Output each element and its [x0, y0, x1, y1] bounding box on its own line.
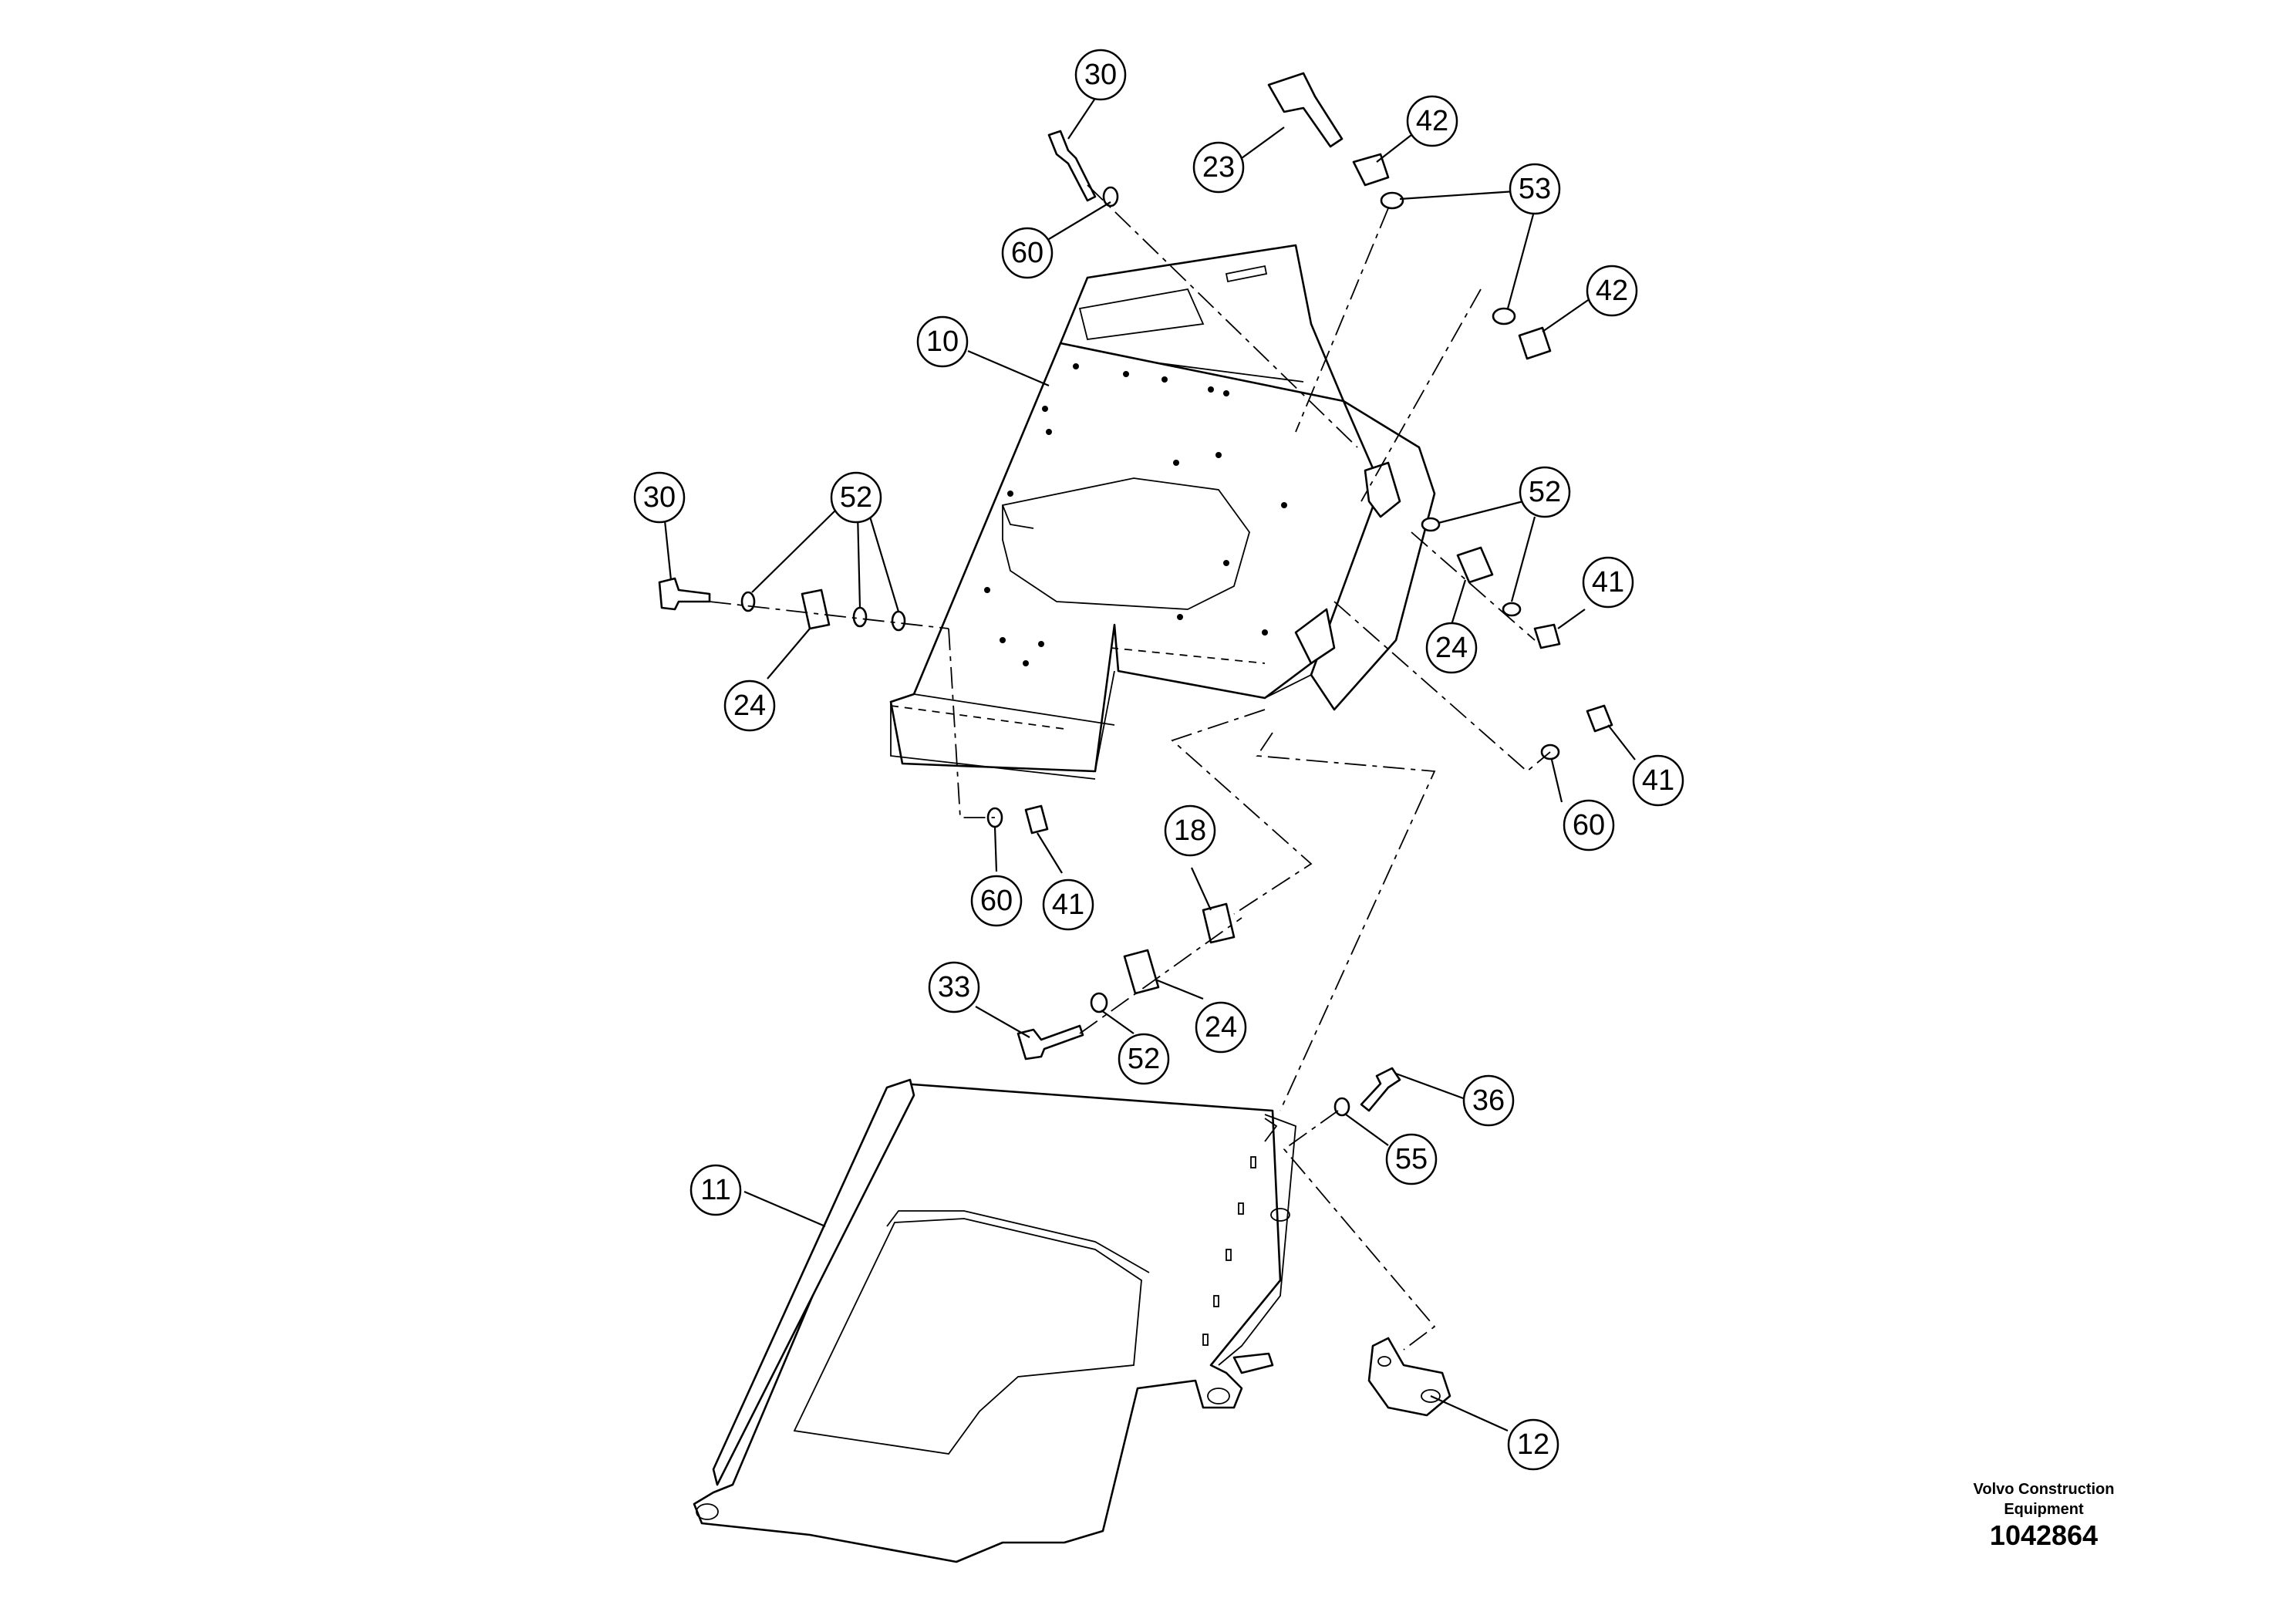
callout-12: 12	[1507, 1418, 1559, 1471]
callout-60: 60	[1001, 227, 1054, 279]
callout-41: 41	[1042, 878, 1094, 931]
callout-24: 24	[723, 679, 776, 732]
callout-53: 53	[1509, 163, 1561, 215]
drawing-number: 1042864	[1989, 1519, 2099, 1551]
svg-text:24: 24	[1205, 1011, 1237, 1044]
svg-text:23: 23	[1202, 151, 1235, 184]
callout-42: 42	[1406, 95, 1458, 147]
svg-text:52: 52	[1529, 476, 1561, 508]
company-credit: Volvo Construction Equipment	[1973, 1481, 2115, 1518]
callout-30: 30	[633, 471, 686, 524]
assembly-axes	[709, 184, 1551, 1351]
svg-text:11: 11	[700, 1174, 730, 1206]
callout-30: 30	[1074, 49, 1127, 101]
callout-52: 52	[830, 471, 882, 524]
callout-52: 52	[1519, 466, 1571, 518]
svg-text:24: 24	[733, 690, 766, 722]
callout-10: 10	[916, 315, 969, 368]
svg-text:55: 55	[1395, 1143, 1428, 1175]
callout-55: 55	[1385, 1133, 1438, 1185]
callout-11: 11	[689, 1164, 742, 1216]
svg-text:42: 42	[1416, 105, 1448, 137]
svg-text:33: 33	[938, 971, 970, 1003]
callout-36: 36	[1462, 1074, 1515, 1127]
svg-text:60: 60	[980, 885, 1013, 917]
part-12-small-bracket	[1367, 1337, 1451, 1417]
svg-text:30: 30	[1084, 59, 1117, 91]
callout-42: 42	[1586, 265, 1638, 317]
svg-text:52: 52	[840, 481, 872, 514]
part-10-main-bracket	[889, 244, 1436, 780]
callout-24: 24	[1195, 1001, 1247, 1054]
leader-lines	[663, 92, 1636, 1432]
callout-60: 60	[1563, 799, 1615, 851]
svg-text:10: 10	[926, 325, 959, 358]
svg-text:24: 24	[1435, 632, 1468, 664]
callout-60: 60	[970, 875, 1023, 927]
svg-text:41: 41	[1642, 764, 1674, 797]
fasteners	[658, 72, 1613, 1117]
svg-text:42: 42	[1596, 275, 1628, 307]
svg-text:18: 18	[1174, 814, 1206, 847]
svg-text:36: 36	[1472, 1084, 1505, 1117]
svg-text:12: 12	[1517, 1428, 1549, 1461]
callout-33: 33	[928, 961, 980, 1013]
callout-24: 24	[1425, 622, 1478, 674]
callout-52: 52	[1118, 1033, 1170, 1085]
svg-text:60: 60	[1011, 237, 1043, 269]
svg-text:41: 41	[1592, 566, 1624, 599]
part-11-lower-shield	[693, 1078, 1296, 1563]
callout-41: 41	[1582, 556, 1634, 609]
callout-41: 41	[1632, 754, 1684, 807]
svg-text:60: 60	[1573, 809, 1605, 841]
callout-23: 23	[1192, 141, 1245, 194]
callout-18: 18	[1164, 804, 1216, 857]
svg-text:53: 53	[1519, 173, 1551, 205]
svg-text:30: 30	[643, 481, 676, 514]
svg-text:52: 52	[1128, 1043, 1160, 1075]
callout-balloons: 30 60 23 42 53 42 10 30 52 24 52 41 24 4…	[633, 49, 1684, 1471]
svg-text:41: 41	[1052, 889, 1084, 921]
